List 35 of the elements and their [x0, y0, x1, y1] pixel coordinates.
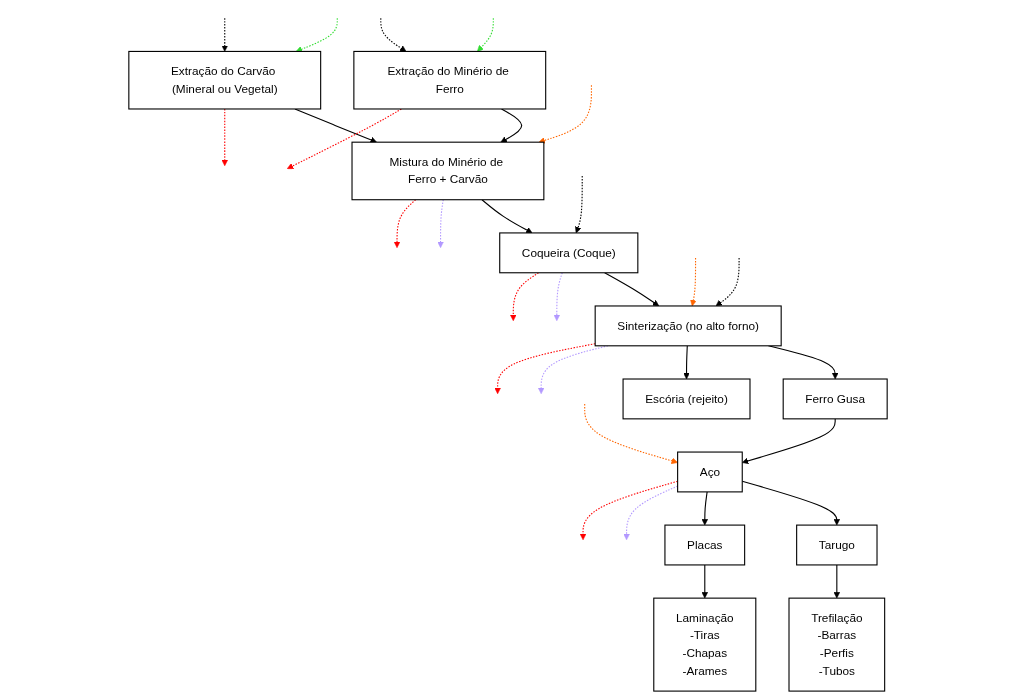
arrow: [701, 564, 709, 599]
process-box: Extração do Carvão (Mineral ou Vegetal): [128, 50, 322, 110]
dashed-arrow: [287, 108, 402, 169]
process-box: Laminação -Tiras -Chapas -Arames: [653, 597, 757, 692]
dashed-arrow: [380, 17, 407, 52]
process-box: Ferro Gusa: [782, 378, 888, 420]
dashed-arrow: [584, 403, 678, 465]
arrow: [500, 108, 523, 143]
arrow: [833, 564, 841, 599]
dashed-arrow: [477, 17, 494, 52]
process-box: Escória (rejeito): [622, 378, 751, 420]
dashed-arrow: [690, 257, 697, 307]
dashed-arrow: [494, 343, 596, 395]
dashed-arrow: [221, 17, 228, 52]
process-box: Aço: [677, 451, 743, 493]
process-box: Tarugo: [796, 524, 878, 566]
dashed-arrow: [295, 17, 338, 53]
dashed-arrow: [393, 199, 417, 248]
process-box: Mistura do Minério de Ferro + Carvão: [351, 141, 545, 201]
dashed-arrow: [510, 272, 540, 321]
dashed-arrow: [437, 199, 444, 248]
dashed-arrow: [715, 257, 740, 307]
process-box: Placas: [664, 524, 746, 566]
process-box: Coqueira (Coque): [499, 232, 639, 274]
arrow: [481, 199, 533, 234]
process-box: Extração do Minério de Ferro: [353, 50, 547, 110]
process-box: Sinterização (no alto forno): [594, 305, 782, 347]
dashed-arrow: [575, 175, 583, 234]
dashed-arrow: [553, 272, 563, 321]
process-box: Trefilação -Barras -Perfis -Tubos: [788, 597, 886, 692]
arrow: [701, 491, 709, 526]
arrow: [683, 345, 690, 380]
dashed-arrow: [538, 84, 592, 144]
arrow: [604, 272, 660, 307]
arrow: [294, 108, 377, 143]
